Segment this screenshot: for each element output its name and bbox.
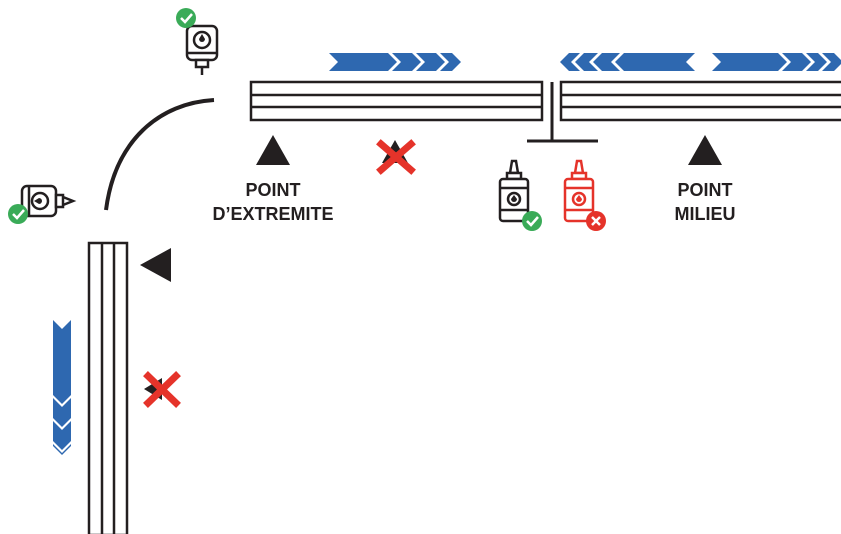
- vertical-beam-triangle-icon: [140, 248, 171, 282]
- flow-arrows-top-right-right: [712, 53, 841, 71]
- beam-joint-connector: [527, 82, 598, 143]
- x-circle-icon-bottle: [586, 211, 606, 231]
- end-point-label-line1: POINT: [245, 180, 301, 200]
- middle-point-label-line2: MILIEU: [674, 204, 736, 224]
- not-here-x-icon-top: [376, 139, 416, 175]
- flow-arrows-top-right-left: [560, 53, 695, 71]
- end-point-triangle-icon: [256, 135, 290, 165]
- check-circle-icon-top: [176, 8, 196, 28]
- check-circle-icon-left: [8, 204, 28, 224]
- single-point-lubricator-left-icon: [20, 184, 77, 218]
- middle-point-label-line1: POINT: [677, 180, 733, 200]
- grease-cartridge-bad-icon: [563, 159, 595, 223]
- middle-point-label: POINT MILIEU: [654, 178, 756, 226]
- single-point-lubricator-top-icon: [185, 24, 219, 75]
- grease-cartridge-ok-icon: [498, 159, 530, 223]
- not-here-x-icon-side: [143, 371, 181, 408]
- top-beam-left: [249, 80, 544, 122]
- flow-arrows-top-left: [329, 53, 461, 71]
- vertical-beam: [87, 241, 129, 534]
- top-beam-right: [559, 80, 841, 122]
- end-point-label-line2: D’EXTREMITE: [212, 204, 334, 224]
- middle-point-triangle-icon: [688, 135, 722, 165]
- corner-curve: [104, 98, 215, 211]
- check-circle-icon-bottle: [522, 211, 542, 231]
- flow-arrows-vertical: [53, 320, 71, 455]
- end-point-label: POINT D’EXTREMITE: [195, 178, 351, 226]
